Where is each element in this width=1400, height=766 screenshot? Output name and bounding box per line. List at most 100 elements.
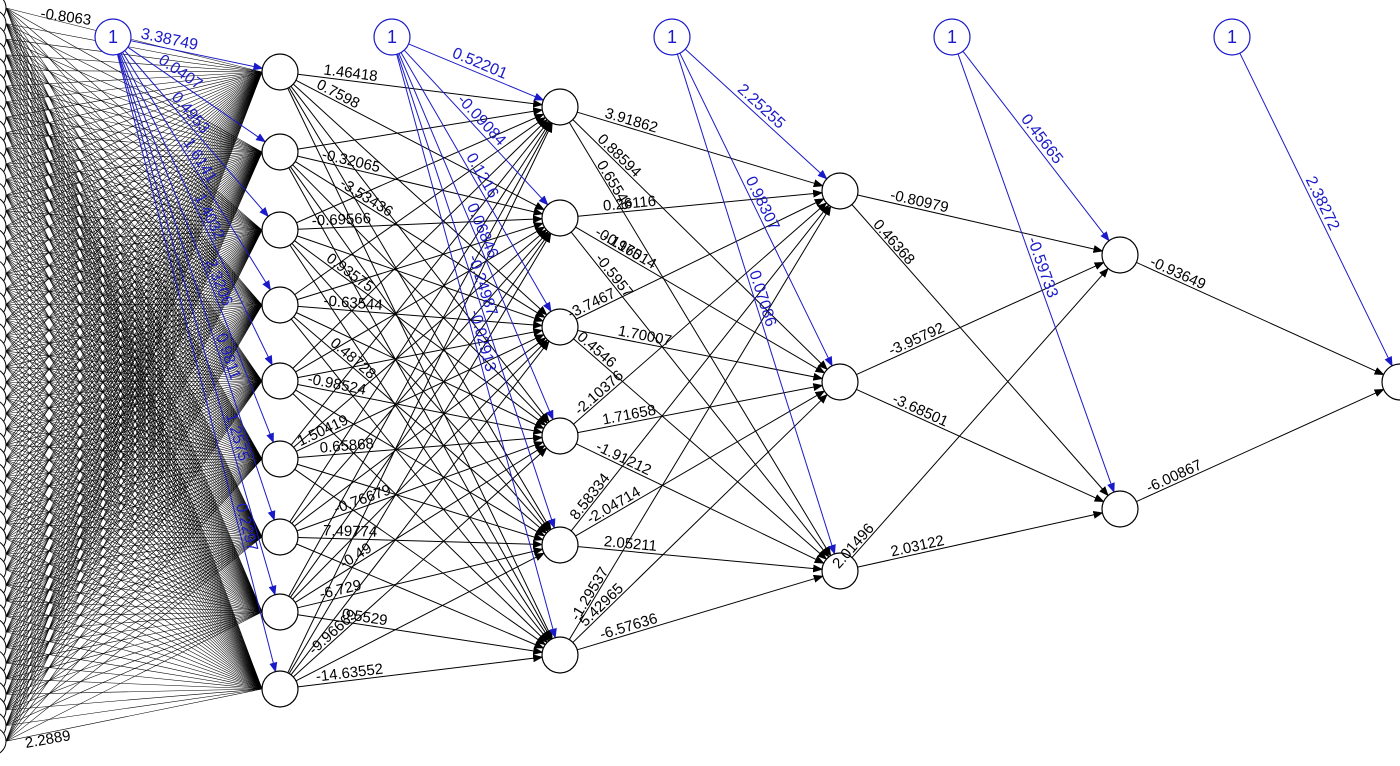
neuron (541, 526, 579, 564)
weight-label: -3.68501 (890, 390, 951, 430)
weight-edge (290, 85, 550, 423)
weight-edge (297, 305, 544, 329)
input-weight-edge (5, 257, 263, 382)
weight-label: -0.93649 (1147, 253, 1208, 293)
weight-label: -0.49 (337, 540, 375, 573)
weight-edges (287, 73, 1385, 688)
neuron (821, 552, 859, 590)
input-weight-edge (5, 611, 263, 680)
input-weight-edge (5, 71, 263, 586)
input-weight-edge (5, 538, 263, 613)
input-weight-edge (5, 71, 263, 336)
input-weight-edge (5, 71, 263, 383)
weight-label: 1.70007 (617, 323, 673, 350)
weight-edge (295, 389, 546, 537)
weight-edge (575, 443, 825, 564)
bias-edge (396, 54, 557, 639)
input-weight-edge (5, 101, 263, 153)
weight-edge (292, 393, 548, 644)
input-weight-edge (5, 611, 263, 633)
weight-label: -3.95792 (886, 319, 947, 359)
bias-node-label: 1 (108, 27, 118, 47)
bias-node (94, 18, 132, 56)
input-weight-edge (5, 688, 263, 726)
bias-node-label: 1 (947, 27, 957, 47)
neuron (261, 362, 299, 400)
input-weight-edge (5, 611, 263, 695)
input-weight-edge (5, 600, 263, 613)
weight-edge (577, 574, 824, 651)
input-weight-edge (5, 382, 263, 613)
input-weight-edge (5, 71, 263, 102)
weight-edge (297, 73, 544, 108)
weight-edge (296, 113, 545, 224)
input-weight-edge (5, 71, 263, 633)
weight-edge (294, 468, 547, 646)
weight-edge (1136, 388, 1385, 503)
weight-edge (294, 161, 546, 318)
weight-edge (856, 388, 1105, 503)
input-weight-edge (5, 380, 263, 399)
weight-label: -3.7467 (565, 285, 618, 323)
input-weight-edge (5, 179, 263, 382)
input-weight-label: -0.8063 (39, 5, 92, 29)
weight-edge (292, 164, 549, 424)
bias-edge (398, 53, 554, 421)
input-weight-edge (5, 151, 263, 742)
input-weight-edge (5, 428, 263, 613)
bias-edge (408, 43, 545, 101)
input-weight-edge (5, 132, 263, 153)
weight-edge (297, 547, 544, 609)
weight-edge (290, 340, 550, 676)
input-weight-edge (5, 460, 263, 613)
input-weight-edge (5, 163, 263, 382)
input-weight-edge (5, 304, 263, 382)
bias-edge (127, 46, 266, 143)
input-weight-edge (5, 229, 263, 742)
input-weight-edge (5, 71, 263, 399)
bias-edge (124, 50, 269, 218)
weight-edge (573, 202, 828, 425)
neuron (261, 670, 299, 708)
input-weight-edge (5, 71, 263, 445)
weight-label: -0.69566 (311, 210, 371, 230)
weight-edge (291, 243, 549, 533)
input-weight-edge (5, 71, 263, 679)
weight-edge (856, 261, 1105, 376)
bias-weight-label: -0.09084 (454, 92, 510, 150)
weight-edge (287, 122, 553, 673)
input-weight-edge (5, 23, 263, 153)
input-weight-edge (5, 272, 263, 382)
bias-weight-label: 0.52201 (450, 45, 510, 83)
input-weight-edge (5, 71, 263, 570)
input-weight-edge (5, 148, 263, 382)
input-weight-edge (5, 71, 263, 477)
input-weight-edge (5, 304, 263, 742)
bias-edges (116, 40, 1393, 673)
input-layer (0, 0, 263, 754)
input-weight-label: 2.2889 (24, 727, 72, 752)
bias-edge (120, 52, 273, 366)
neuron (1381, 363, 1400, 401)
input-weight-edge (5, 380, 263, 742)
weight-label: 2.05211 (603, 533, 657, 555)
input-weight-edge (5, 506, 263, 613)
input-weight-edge (5, 71, 263, 492)
input-weight-edge (5, 54, 263, 73)
input-weight-edge (5, 569, 263, 613)
weight-edge (851, 267, 1109, 558)
weight-label: 0.26116 (602, 193, 656, 215)
bias-edge (117, 54, 277, 596)
bias-edge (400, 52, 552, 313)
weight-edge (297, 537, 544, 549)
bias-edge (684, 48, 828, 180)
weight-edge (297, 654, 544, 688)
neuron (1101, 490, 1139, 528)
neuron (541, 417, 579, 455)
input-weight-edge (5, 71, 263, 523)
input-weight-edge (5, 71, 263, 290)
input-weight-edge (5, 611, 263, 617)
weight-edge (296, 543, 545, 649)
neuron (1101, 236, 1139, 274)
input-weight-edge (5, 319, 263, 382)
